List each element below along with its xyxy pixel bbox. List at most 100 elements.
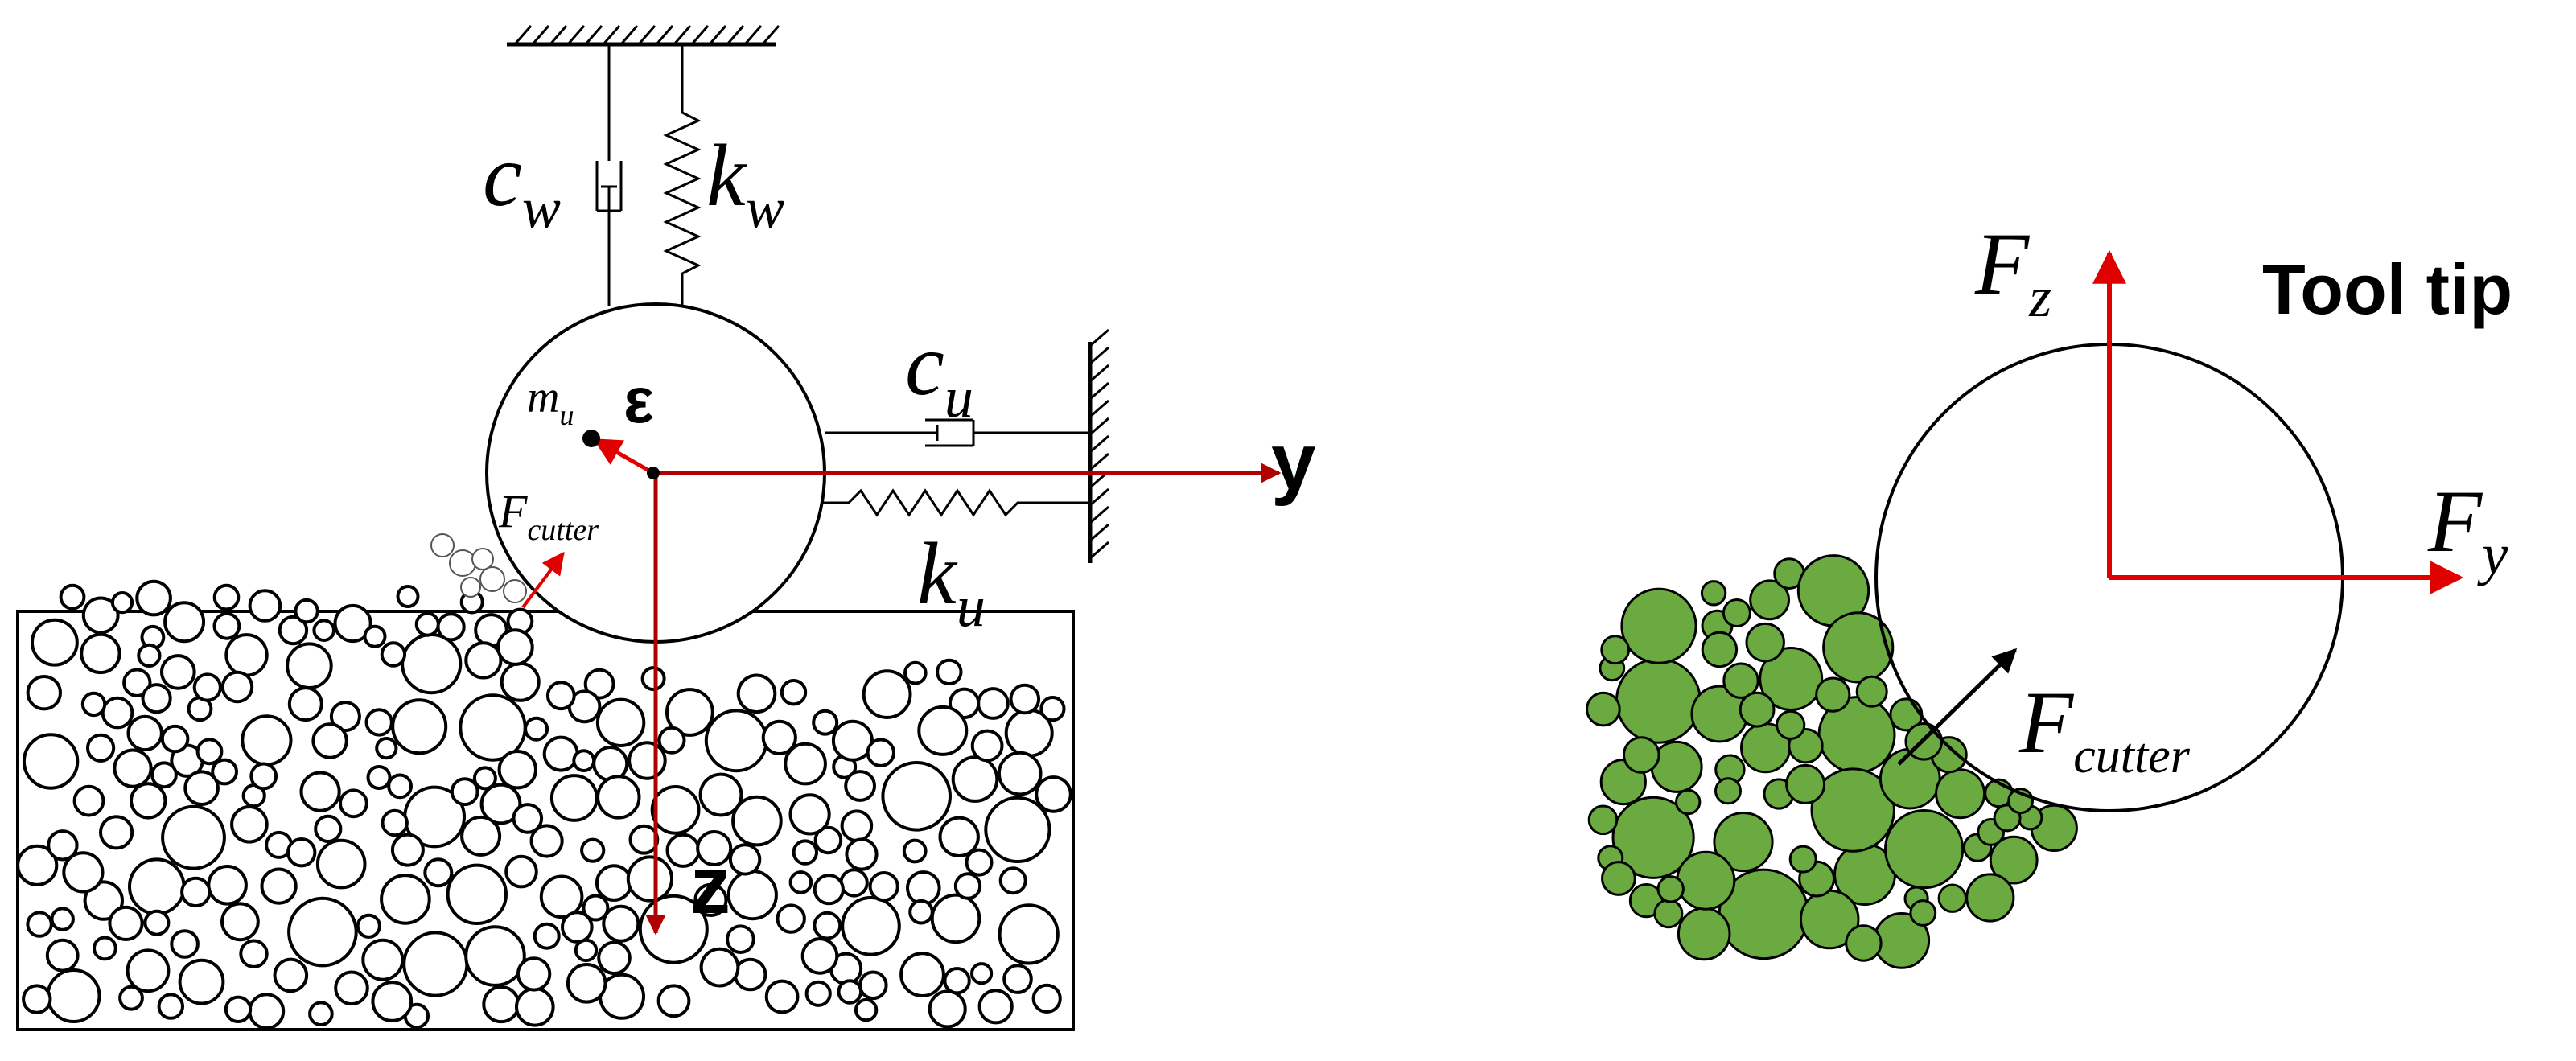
green-particle [1700,580,1727,607]
soil-particle [764,979,800,1014]
soil-particle [780,679,808,706]
soil-particle [361,938,405,981]
soil-particle [726,870,778,921]
soil-particle [126,948,171,993]
green-particle [1713,812,1774,873]
label-fcutter-right: Fcutter [2018,673,2191,783]
loose-particle [503,579,527,603]
soil-particle [693,882,728,918]
soil-particle [402,931,469,997]
soil-particle [26,911,53,938]
soil-particle [387,773,414,800]
green-particle [1600,635,1631,665]
loose-particle [479,566,505,592]
horizontal-damper [825,418,1090,447]
soil-particle [224,995,253,1024]
soil-particle [286,837,317,868]
green-particle [1653,899,1684,929]
soil-particle [595,697,646,747]
right-fixed-wall [1088,328,1109,563]
particle-cluster-left [16,533,1072,1030]
cutter-force-arrow-right [1897,648,2018,766]
label-fy: Fy [2427,472,2508,586]
soil-particle [230,805,269,844]
soil-particle [788,870,813,894]
soil-particle [862,669,912,719]
green-particle [1909,899,1937,927]
soil-particle [183,770,220,807]
soil-particle [446,863,508,926]
soil-particle [391,698,448,755]
soil-particle [582,894,610,922]
soil-particle [512,803,544,834]
green-particle [1788,845,1817,874]
soil-particle [504,854,538,889]
soil-particle [241,714,293,767]
label-ku: ku [917,524,986,639]
label-mu: mu [527,372,574,431]
left-model: cw kw cu ku mu ε Fcutter y z [16,25,1316,1031]
soil-particle [984,796,1051,864]
green-particle [1749,579,1791,621]
soil-particle [47,829,79,862]
green-particle [1745,622,1785,663]
soil-particle [665,688,714,737]
soil-particle [249,762,278,791]
soil-particle [704,709,768,773]
soil-particle [545,681,576,711]
soil-particle [101,696,134,730]
green-particle [1965,873,2015,923]
soil-particle [46,968,101,1023]
soil-particle [62,851,105,894]
soil-particle [381,808,409,837]
soil-particle [902,838,928,864]
green-particle [1722,662,1759,699]
soil-particle [542,735,579,772]
top-fixed-support [507,25,780,47]
soil-particle [423,857,454,888]
soil-particle [903,660,928,685]
soil-particle [161,804,226,870]
soil-particle [211,758,239,786]
soil-particle [549,774,599,822]
soil-particle [899,952,945,997]
soil-particle [248,589,282,623]
soil-particle [572,749,596,772]
soil-particle [728,843,762,876]
green-particle [1675,788,1702,816]
soil-particle [602,904,640,943]
soil-particle [143,909,171,936]
soil-particle [278,615,309,646]
soil-particle [496,628,534,666]
soil-particle [180,876,212,908]
soil-particle [31,618,79,667]
soil-particle [516,956,552,992]
soil-particle [626,855,674,903]
soil-particle [479,783,522,825]
soil-particle [736,673,777,714]
green-particle [1620,587,1697,664]
green-particle [1739,691,1776,728]
soil-particle [150,761,178,789]
loose-particle [430,533,455,557]
soil-particle [813,911,842,940]
soil-particle [841,896,901,956]
soil-particle [273,957,309,993]
soil-particle [363,624,387,648]
soil-particle [1039,696,1066,722]
soil-particle [22,984,52,1014]
soil-particle [657,726,686,755]
soil-particle [80,632,121,675]
soil-particle [580,837,606,863]
cutter-force-arrow-left [521,551,565,609]
green-particle [1822,611,1895,684]
soil-particle [930,893,981,944]
soil-particle [866,738,896,767]
soil-particle [733,957,767,992]
soil-particle [401,633,463,695]
soil-particle [858,970,888,1001]
soil-particle [784,742,827,786]
green-particle [1722,598,1751,627]
soil-particle [998,903,1060,965]
